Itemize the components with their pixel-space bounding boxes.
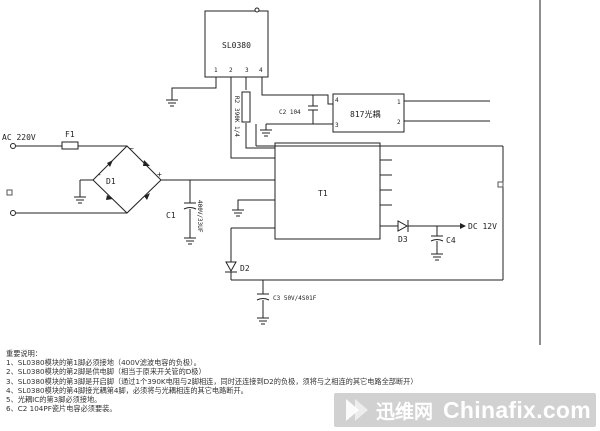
- d1-ref: D1: [106, 177, 116, 186]
- note-line-2: 2、SL0380模块的第2脚是供电脚（相当于原来开关管的D极）: [6, 367, 206, 377]
- sl0380-module: SL0380 1 2 3 4: [204, 7, 269, 78]
- d3-diode: D3: [397, 220, 409, 244]
- opto-pin-1: 1: [397, 99, 401, 106]
- note-line-5: 5、光耦IC的第3脚必须接地。: [6, 395, 102, 405]
- d3-ref: D3: [398, 235, 408, 244]
- note-line-1: 1、SL0380模块的第1脚必须接地（400V滤波电容的负极）。: [6, 358, 201, 368]
- f1-ref: F1: [65, 130, 75, 139]
- ac-terminal-1: [10, 143, 16, 149]
- c4-ref: C4: [446, 236, 456, 245]
- d1-ac: ~: [129, 144, 134, 153]
- c1-capacitor: C1 400V/33UF: [166, 200, 203, 238]
- opto-pin-3: 3: [335, 122, 339, 129]
- c2-capacitor: C2 104: [279, 95, 318, 124]
- r2-value: 390K 1/4: [233, 108, 240, 137]
- t1-transformer: T1: [274, 142, 381, 240]
- note-line-6: 6、C2 104PF瓷片电容必须要装。: [6, 404, 117, 414]
- sl0380-label: SL0380: [222, 41, 251, 50]
- ac-input-label: AC 220V: [2, 133, 36, 142]
- sl0380-pin-1: 1: [214, 67, 218, 74]
- important-notes: 重要说明： 1、SL0380模块的第1脚必须接地（400V滤波电容的负极）。 2…: [6, 349, 596, 413]
- c4-capacitor: C4: [430, 235, 456, 254]
- sl0380-pin-3: 3: [245, 67, 249, 74]
- f1-fuse: [61, 141, 79, 150]
- chinafix-logo-icon: [346, 399, 368, 421]
- opto-pin-2: 2: [397, 119, 401, 126]
- notes-title: 重要说明：: [6, 349, 42, 358]
- dc-output-label: DC 12V: [468, 222, 497, 231]
- note-line-4: 4、SL0380模块的第4脚接光耦第4脚，必须将与光耦相连的其它电路断开。: [6, 385, 248, 395]
- circuit-schematic: SL0380 1 2 3 4 R2 390K 1/4 C2 104 817光耦 …: [2, 0, 541, 345]
- sl0380-pin-2: 2: [229, 67, 233, 74]
- d1-bridge-rectifier: D1 - + ~: [92, 144, 162, 214]
- c2-label: C2 104: [279, 109, 301, 116]
- d1-plus: +: [157, 170, 162, 179]
- c1-ref: C1: [166, 211, 176, 220]
- ac-terminal-2: [10, 210, 16, 216]
- c3-capacitor: C3 50V/4S01F: [256, 293, 317, 318]
- r2-ref: R2: [233, 96, 240, 104]
- t1-ref: T1: [318, 189, 328, 198]
- optocoupler-817: 817光耦 4 3 1 2: [332, 93, 405, 133]
- d2-diode: D2: [225, 261, 250, 273]
- watermark-cn: 迅维网: [376, 400, 434, 423]
- d2-ref: D2: [240, 264, 250, 273]
- note-line-3: 3、SL0380模块的第3脚是开启脚（通过1个390K电阻与2脚相连，同时还连接…: [6, 376, 418, 386]
- c1-value: 400V/33UF: [196, 200, 203, 233]
- watermark-en: Chinafix.com: [443, 396, 592, 423]
- opto-pin-4: 4: [335, 97, 339, 104]
- optocoupler-label: 817光耦: [350, 109, 380, 119]
- chinafix-watermark: 迅维网 Chinafix.com: [334, 393, 596, 427]
- d1-minus: -: [97, 170, 102, 179]
- c3-label: C3 50V/4S01F: [273, 295, 317, 302]
- r2-resistor: R2 390K 1/4: [233, 91, 251, 137]
- sl0380-pin-4: 4: [259, 67, 263, 74]
